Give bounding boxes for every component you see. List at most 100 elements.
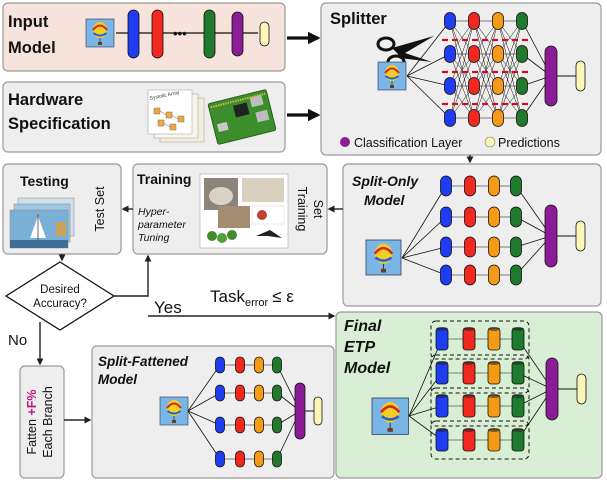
neuron-cap: [512, 327, 524, 331]
neuron-node: [487, 394, 501, 418]
input-layer-purple: [231, 11, 244, 57]
connection-line: [406, 75, 451, 119]
flow-arrows: [287, 31, 321, 122]
hardware-title: Hardware: [8, 91, 83, 109]
splitter-network: [406, 12, 586, 127]
neuron-node: [435, 428, 449, 452]
neuron-node: [516, 77, 528, 95]
connection-line: [401, 257, 447, 276]
connection-line: [401, 185, 447, 259]
neuron-node: [462, 327, 476, 351]
neuron-node: [444, 12, 456, 30]
classification-layer: [294, 382, 306, 440]
neuron-node: [440, 264, 452, 286]
input-model-title-2: Model: [8, 39, 56, 57]
final-etp-network: [408, 320, 587, 460]
split-fattened-title-2: Model: [98, 372, 137, 387]
split-fattened-title: Split-Fattened: [98, 354, 189, 369]
neuron-cap: [488, 394, 500, 398]
neuron-node: [511, 428, 525, 452]
input-model-title: Input: [8, 13, 49, 31]
split-only-title: Split-Only: [352, 173, 419, 189]
testing-title: Testing: [20, 173, 69, 189]
splitter-legend: Classification Layer Predictions: [340, 136, 560, 150]
neuron-node: [444, 77, 456, 95]
neuron-node: [462, 394, 476, 418]
neuron-node: [511, 361, 525, 385]
neuron-cap: [463, 361, 475, 365]
prediction-output: [575, 60, 586, 92]
neuron-node: [464, 175, 476, 197]
connection-line: [187, 410, 221, 426]
neuron-node: [215, 416, 225, 434]
neuron-node: [510, 206, 522, 228]
neuron-node: [435, 394, 449, 418]
neuron-node: [254, 416, 264, 434]
neuron-node: [510, 264, 522, 286]
prediction-output: [576, 373, 587, 405]
neuron-cap: [512, 428, 524, 432]
connection-line: [401, 216, 447, 259]
prediction-output: [575, 220, 586, 252]
neuron-node: [516, 109, 528, 127]
neuron-node: [511, 394, 525, 418]
input-layer-green: [203, 9, 216, 59]
classification-layer: [544, 45, 558, 107]
neuron-cap: [463, 394, 475, 398]
fatten-text-2: Each Branch: [41, 386, 55, 458]
connection-line: [449, 20, 475, 87]
classification-layer: [544, 204, 558, 268]
neuron-node: [488, 264, 500, 286]
ellipsis: •••: [173, 26, 187, 41]
neuron-node: [215, 356, 225, 374]
neuron-node: [272, 356, 282, 374]
connection-line: [187, 392, 221, 412]
input-layer-red: [151, 9, 164, 59]
neuron-node: [464, 264, 476, 286]
neuron-cap: [512, 394, 524, 398]
connection-line: [406, 53, 451, 77]
connection-line: [401, 246, 447, 259]
flow-arrows-thin: [36, 155, 474, 424]
arrow-yes-to-training: [114, 254, 152, 297]
neuron-node: [254, 384, 264, 402]
neuron-node: [487, 428, 501, 452]
neuron-node: [254, 356, 264, 374]
branch-group-box: [430, 354, 530, 394]
classification-layer: [545, 357, 559, 421]
neuron-cap: [436, 361, 448, 365]
neuron-node: [487, 327, 501, 351]
systolic-array-thumbnail: Systolic Array: [147, 90, 205, 143]
connection-line: [187, 364, 221, 412]
neuron-node: [444, 109, 456, 127]
training-title: Training: [137, 171, 191, 187]
neuron-node: [440, 175, 452, 197]
neuron-node: [435, 327, 449, 351]
neuron-node: [468, 109, 480, 127]
split-fattened-network: [187, 356, 323, 468]
neuron-node: [462, 428, 476, 452]
decision-diamond: [4, 261, 116, 331]
input-output-yellow: [259, 21, 270, 47]
neuron-node: [464, 236, 476, 258]
neuron-node: [488, 175, 500, 197]
neuron-node: [516, 12, 528, 30]
neuron-node: [235, 416, 245, 434]
final-title-3: Model: [344, 360, 391, 377]
raspberry-pi-board: [207, 89, 277, 145]
yes-label: Yes: [154, 298, 182, 317]
tuning-label-3: Tuning: [138, 232, 169, 244]
no-label: No: [8, 332, 27, 349]
neuron-cap: [488, 327, 500, 331]
training-set-label-2: Set: [311, 200, 325, 219]
neuron-node: [510, 175, 522, 197]
final-title: Final: [344, 318, 382, 335]
splitter-title: Splitter: [330, 10, 387, 28]
connection-line: [449, 53, 475, 119]
svg-text:Predictions: Predictions: [498, 136, 560, 150]
neuron-node: [235, 450, 245, 468]
neuron-node: [272, 450, 282, 468]
neuron-cap: [512, 361, 524, 365]
neuron-node: [440, 206, 452, 228]
neuron-node: [468, 77, 480, 95]
